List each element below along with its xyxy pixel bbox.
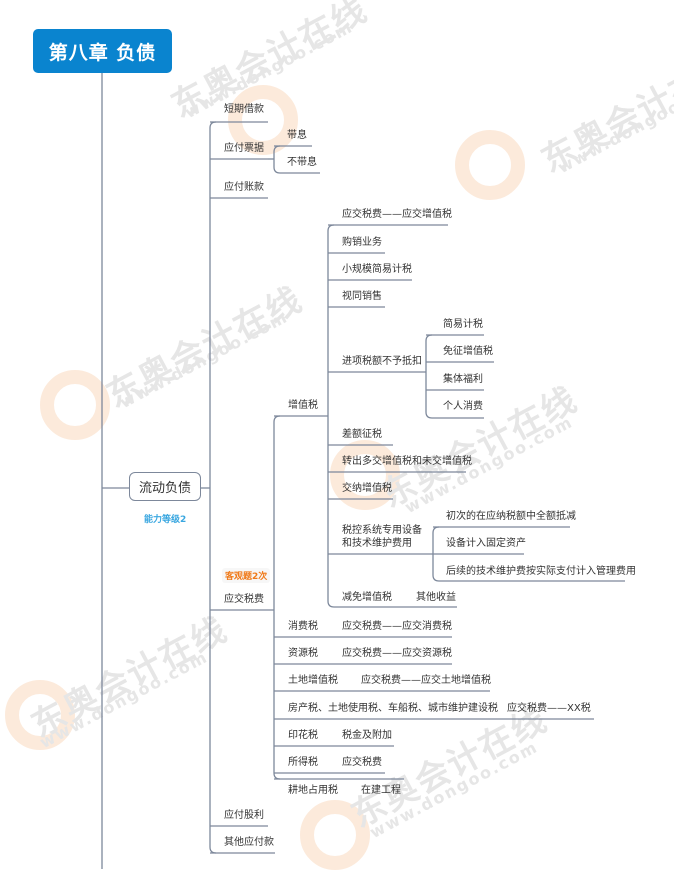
- node-consumption-tax[interactable]: 消费税: [288, 621, 318, 632]
- node-resource-tax-account[interactable]: 应交税费——应交资源税: [342, 648, 452, 659]
- node-land-vat-account[interactable]: 应交税费——应交土地增值税: [361, 675, 491, 686]
- root-node[interactable]: 第八章 负债: [33, 29, 172, 73]
- node-vat-account[interactable]: 应交税费——应交增值税: [342, 209, 452, 220]
- node-construction-in-progress[interactable]: 在建工程: [361, 785, 401, 796]
- node-property-taxes[interactable]: 房产税、土地使用税、车船税、城市维护建设税: [288, 703, 498, 714]
- node-non-interest-bearing[interactable]: 不带息: [287, 157, 317, 168]
- node-other-payables[interactable]: 其他应付款: [224, 837, 274, 848]
- node-property-taxes-account[interactable]: 应交税费——XX税: [507, 703, 591, 714]
- node-farmland-tax[interactable]: 耕地占用税: [288, 785, 338, 796]
- node-tax-control-line2[interactable]: 和技术维护费用: [342, 538, 412, 549]
- node-interest-bearing[interactable]: 带息: [287, 130, 307, 141]
- node-income-tax[interactable]: 所得税: [288, 757, 318, 768]
- node-accounts-payable[interactable]: 应付账款: [224, 182, 264, 193]
- node-input-not-deductible[interactable]: 进项税额不予抵扣: [342, 356, 422, 367]
- node-small-scale[interactable]: 小规模简易计税: [342, 264, 412, 275]
- node-purchase-sales[interactable]: 购销业务: [342, 237, 382, 248]
- node-taxes-payable[interactable]: 应交税费: [224, 594, 264, 605]
- node-current-liabilities[interactable]: 流动负债: [129, 472, 201, 501]
- node-vat-exempt[interactable]: 免征增值税: [443, 346, 493, 357]
- node-margin-tax[interactable]: 差额征税: [342, 429, 382, 440]
- node-initial-full-deduction[interactable]: 初次的在应纳税额中全额抵减: [446, 511, 576, 522]
- ability-level-tag: 能力等级2: [144, 515, 187, 525]
- node-transfer-out-vat[interactable]: 转出多交增值税和未交增值税: [342, 456, 472, 467]
- node-maintenance-fee[interactable]: 后续的技术维护费按实际支付计入管理费用: [446, 566, 636, 577]
- node-simple-tax[interactable]: 简易计税: [443, 319, 483, 330]
- node-stamp-duty[interactable]: 印花税: [288, 730, 318, 741]
- objective-question-tag: 客观题2次: [222, 568, 271, 583]
- node-short-term-loans[interactable]: 短期借款: [224, 104, 264, 115]
- node-tax-control-line1[interactable]: 税控系统专用设备: [342, 525, 422, 536]
- node-land-vat[interactable]: 土地增值税: [288, 675, 338, 686]
- node-resource-tax[interactable]: 资源税: [288, 648, 318, 659]
- node-vat[interactable]: 增值税: [288, 400, 318, 411]
- node-income-tax-account[interactable]: 应交税费: [342, 757, 382, 768]
- node-pay-vat[interactable]: 交纳增值税: [342, 483, 392, 494]
- node-collective-welfare[interactable]: 集体福利: [443, 374, 483, 385]
- node-fixed-assets[interactable]: 设备计入固定资产: [446, 538, 526, 549]
- node-notes-payable[interactable]: 应付票据: [224, 143, 264, 154]
- node-other-income[interactable]: 其他收益: [416, 592, 456, 603]
- node-vat-reduction[interactable]: 减免增值税: [342, 592, 392, 603]
- node-personal-consumption[interactable]: 个人消费: [443, 401, 483, 412]
- node-taxes-surcharges[interactable]: 税金及附加: [342, 730, 392, 741]
- node-dividends-payable[interactable]: 应付股利: [224, 810, 264, 821]
- node-deemed-sales[interactable]: 视同销售: [342, 291, 382, 302]
- node-consumption-tax-account[interactable]: 应交税费——应交消费税: [342, 621, 452, 632]
